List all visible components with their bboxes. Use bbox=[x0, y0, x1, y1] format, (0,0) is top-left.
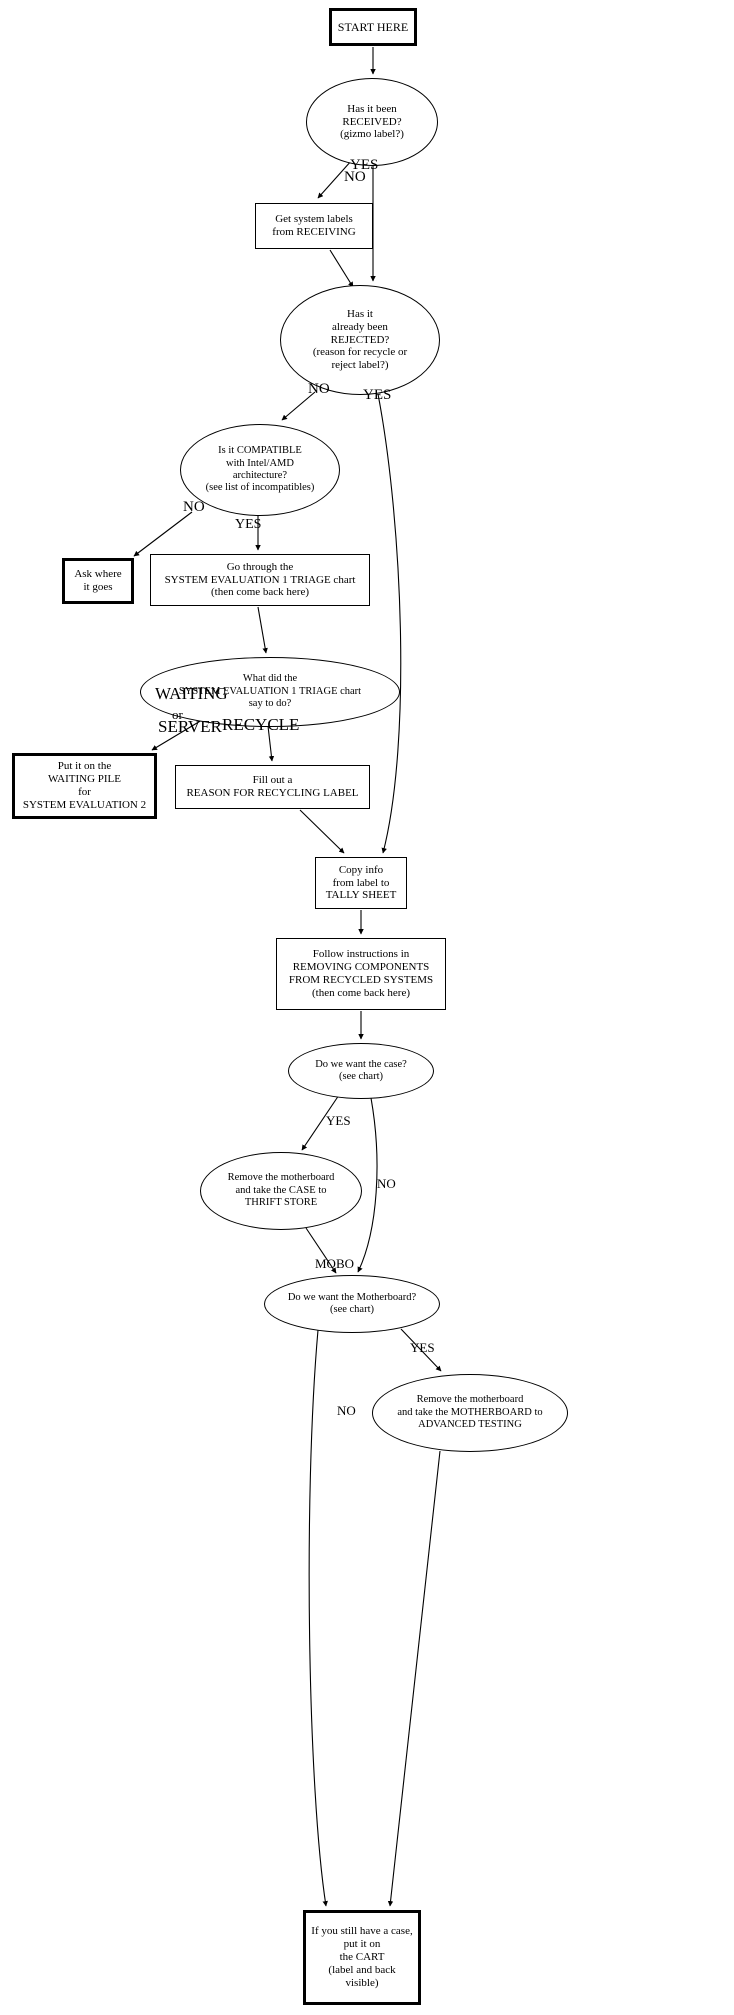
edge-label-case-no: NO bbox=[377, 1176, 396, 1191]
edge-advancedtesting-to-cart bbox=[387, 1450, 441, 1907]
node-put-it-on-the-cart[interactable]: If you still have a case, put it on the … bbox=[303, 1910, 421, 2005]
node-waiting-pile[interactable]: Put it on the WAITING PILE for SYSTEM EV… bbox=[12, 753, 157, 819]
node-system-evaluation-1-triage[interactable]: Go through the SYSTEM EVALUATION 1 TRIAG… bbox=[150, 554, 370, 606]
node-start[interactable]: START HERE bbox=[329, 8, 417, 46]
edge-label-rejected-yes: YES bbox=[363, 387, 392, 403]
node-ask-where-it-goes[interactable]: Ask where it goes bbox=[62, 558, 134, 604]
edge-getlabels-to-rejected bbox=[329, 249, 354, 288]
edge-label-rejected-no: NO bbox=[308, 381, 330, 397]
node-tally-sheet[interactable]: Copy info from label to TALLY SHEET bbox=[315, 857, 407, 909]
edge-compatible-no-to-askwhere bbox=[133, 511, 193, 557]
edge-label-case-yes: YES bbox=[326, 1113, 351, 1128]
node-rejected[interactable]: Has it already been REJECTED? (reason fo… bbox=[280, 285, 440, 395]
node-what-did-triage-say[interactable]: What did the SYSTEM EVALUATION 1 TRIAGE … bbox=[140, 657, 400, 727]
node-do-we-want-the-motherboard[interactable]: Do we want the Motherboard? (see chart) bbox=[264, 1275, 440, 1333]
node-do-we-want-the-case[interactable]: Do we want the case? (see chart) bbox=[288, 1043, 434, 1099]
edge-label-mobo-no: NO bbox=[337, 1403, 356, 1418]
node-get-system-labels[interactable]: Get system labels from RECEIVING bbox=[255, 203, 373, 249]
node-compatible[interactable]: Is it COMPATIBLE with Intel/AMD architec… bbox=[180, 424, 340, 516]
edge-triage-to-whatdid bbox=[257, 606, 268, 654]
node-removing-components[interactable]: Follow instructions in REMOVING COMPONEN… bbox=[276, 938, 446, 1010]
edge-label-recycle: RECYCLE bbox=[222, 715, 300, 734]
edge-label-mobo: MOBO bbox=[315, 1256, 355, 1271]
edge-label-compatible-yes: YES bbox=[235, 517, 262, 532]
edge-label-received-no: NO bbox=[344, 169, 366, 185]
edge-label-or: or bbox=[172, 707, 183, 722]
edge-rejected-yes-to-tallysheet bbox=[377, 393, 402, 854]
edge-label-compatible-no: NO bbox=[183, 499, 205, 515]
edge-label-server: SERVER bbox=[158, 717, 222, 736]
edge-label-received-yes: YES bbox=[350, 157, 379, 173]
node-reason-for-recycling-label[interactable]: Fill out a REASON FOR RECYCLING LABEL bbox=[175, 765, 370, 809]
node-received[interactable]: Has it been RECEIVED? (gizmo label?) bbox=[306, 78, 438, 166]
edge-label-waiting: WAITING bbox=[155, 684, 228, 703]
edge-reasonlabel-to-tallysheet bbox=[299, 809, 345, 854]
node-thrift-store[interactable]: Remove the motherboard and take the CASE… bbox=[200, 1152, 362, 1230]
edge-wantmobo-no-to-cart bbox=[308, 1329, 328, 1907]
node-advanced-testing[interactable]: Remove the motherboard and take the MOTH… bbox=[372, 1374, 568, 1452]
edge-label-mobo-yes: YES bbox=[410, 1340, 435, 1355]
